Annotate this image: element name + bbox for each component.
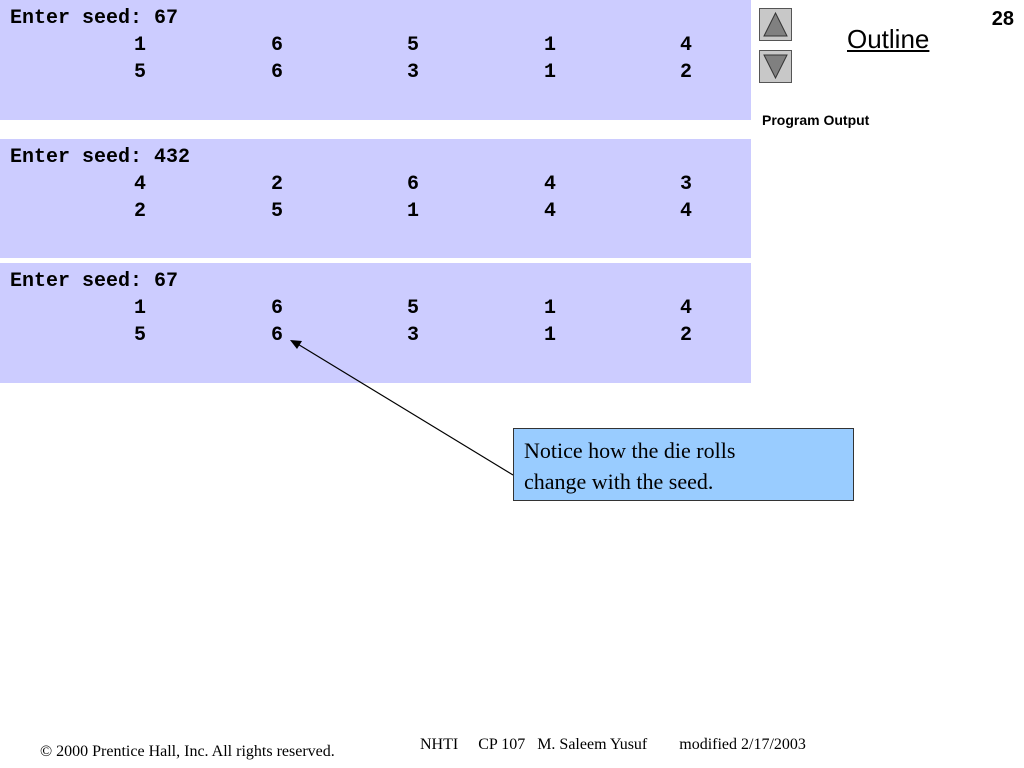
output-row: 5 6 3 1 2: [0, 59, 751, 86]
die-value: 1: [133, 297, 146, 320]
die-value: 6: [270, 324, 283, 347]
slide-number: 28: [991, 8, 1014, 30]
output-row: 2 5 1 4 4: [0, 198, 751, 225]
output-row: 1 6 5 1 4: [0, 295, 751, 322]
die-value: 1: [543, 297, 556, 320]
die-value: 5: [406, 297, 419, 320]
die-value: 4: [679, 34, 692, 57]
output-row: 5 6 3 1 2: [0, 322, 751, 349]
die-value: 5: [133, 61, 146, 84]
callout-line: Notice how the die rolls: [524, 438, 736, 463]
die-value: 4: [543, 173, 556, 196]
die-value: 4: [543, 200, 556, 223]
die-value: 1: [406, 200, 419, 223]
die-value: 2: [133, 200, 146, 223]
die-value: 5: [133, 324, 146, 347]
triangle-down-icon: [763, 54, 788, 80]
die-value: 2: [679, 61, 692, 84]
seed-prompt-line: Enter seed: 67: [10, 270, 179, 293]
seed-prompt-line: Enter seed: 432: [10, 146, 191, 169]
outline-link[interactable]: Outline: [847, 24, 930, 54]
die-value: 3: [406, 324, 419, 347]
die-value: 5: [406, 34, 419, 57]
next-slide-button[interactable]: [759, 50, 792, 83]
die-value: 3: [406, 61, 419, 84]
footer-copyright: © 2000 Prentice Hall, Inc. All rights re…: [40, 743, 335, 760]
program-output-block-3: Enter seed: 67 1 6 5 1 4 5 6 3 1 2: [0, 263, 751, 383]
die-value: 6: [270, 61, 283, 84]
program-output-block-2: Enter seed: 432 4 2 6 4 3 2 5 1 4 4: [0, 139, 751, 258]
callout-line: change with the seed.: [524, 469, 714, 494]
callout-note: Notice how the die rolls change with the…: [513, 428, 854, 501]
die-value: 4: [679, 200, 692, 223]
die-value: 5: [270, 200, 283, 223]
output-row: 1 6 5 1 4: [0, 32, 751, 59]
die-value: 3: [679, 173, 692, 196]
output-row: 4 2 6 4 3: [0, 171, 751, 198]
triangle-up-icon: [763, 11, 788, 37]
die-value: 2: [679, 324, 692, 347]
die-value: 4: [679, 297, 692, 320]
die-value: 1: [133, 34, 146, 57]
seed-prompt-line: Enter seed: 67: [10, 7, 179, 30]
previous-slide-button[interactable]: [759, 8, 792, 41]
footer-course-info: NHTI CP 107 M. Saleem Yusuf modified 2/1…: [420, 736, 806, 753]
die-value: 6: [270, 34, 283, 57]
die-value: 2: [270, 173, 283, 196]
die-value: 6: [406, 173, 419, 196]
die-value: 1: [543, 61, 556, 84]
die-value: 4: [133, 173, 146, 196]
program-output-block-1: Enter seed: 67 1 6 5 1 4 5 6 3 1 2: [0, 0, 751, 120]
die-value: 1: [543, 34, 556, 57]
die-value: 6: [270, 297, 283, 320]
die-value: 1: [543, 324, 556, 347]
section-label: Program Output: [762, 112, 870, 128]
